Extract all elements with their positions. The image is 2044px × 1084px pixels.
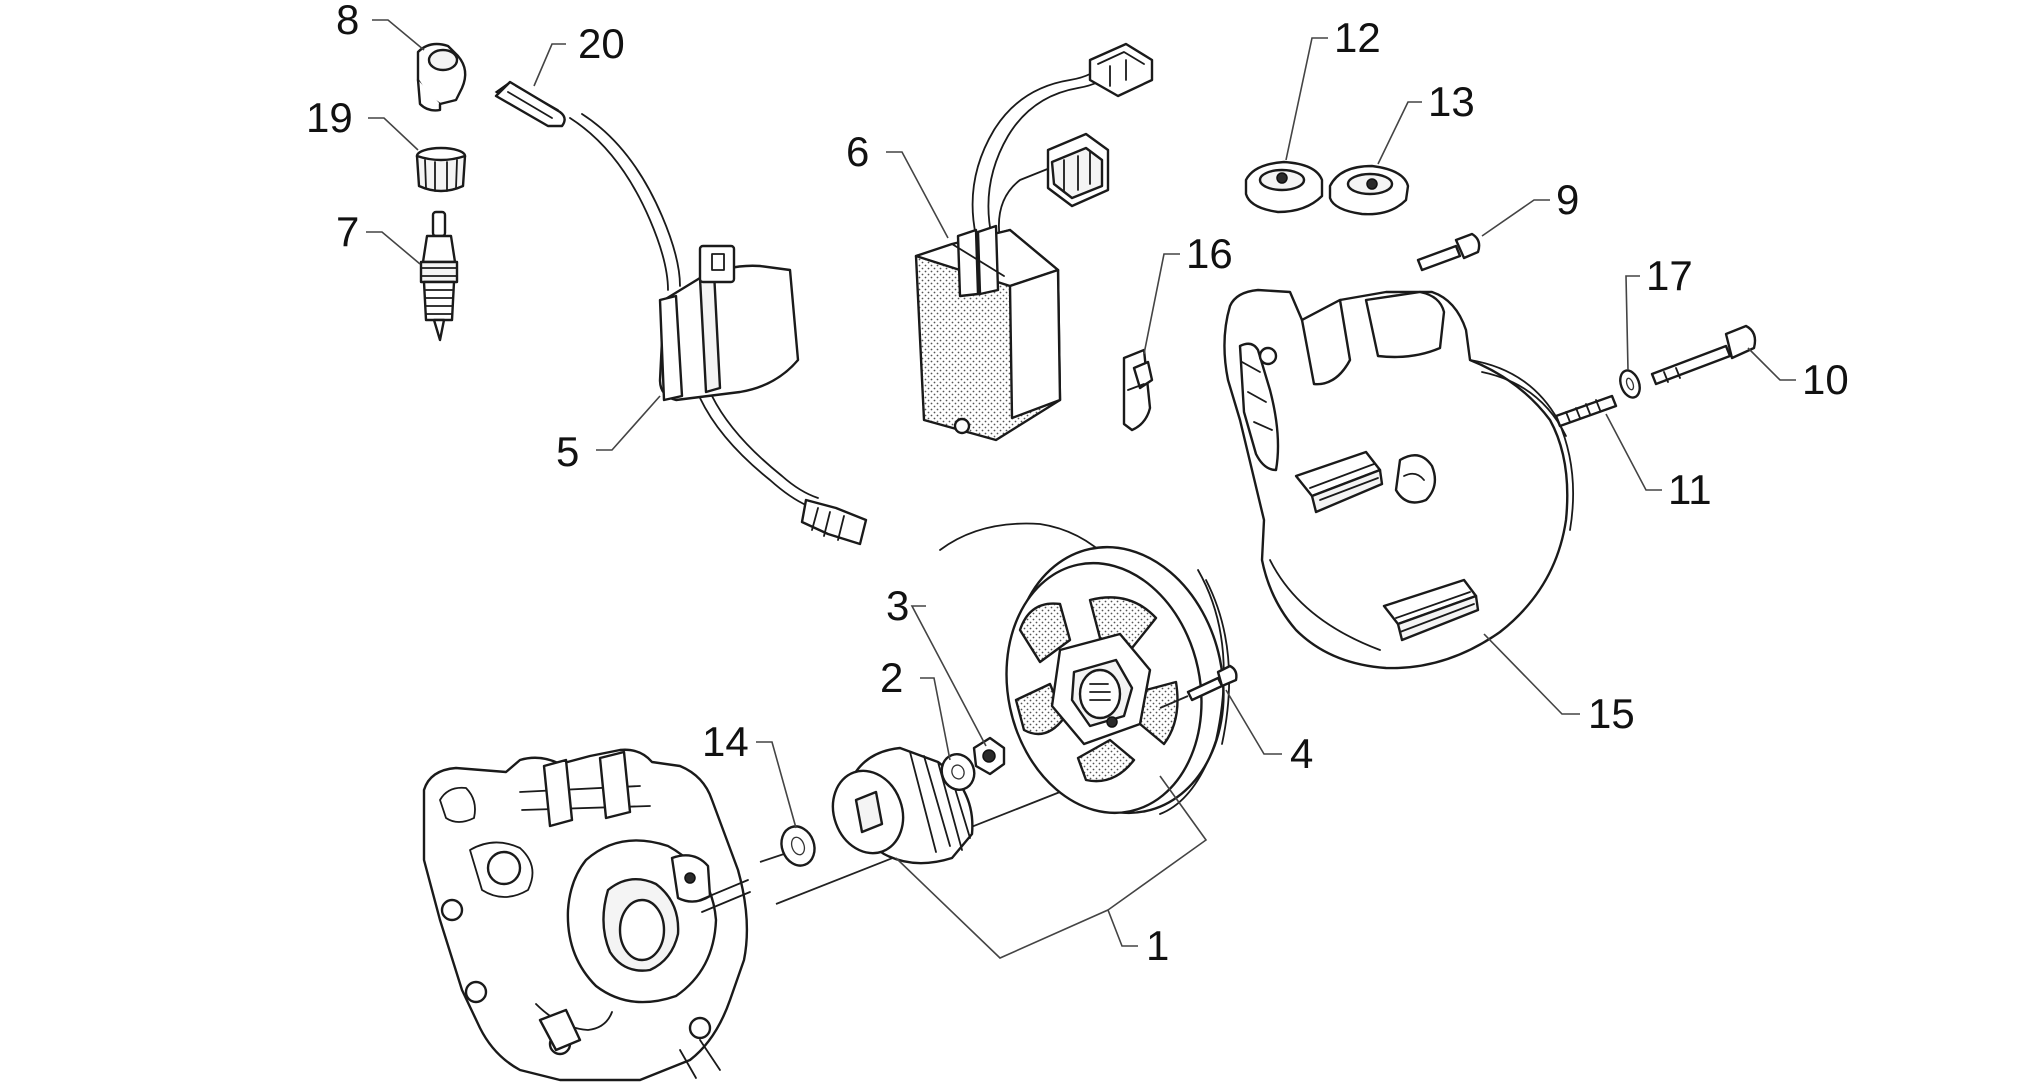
callout-20: 20 — [578, 20, 625, 67]
clip-part — [1122, 348, 1154, 432]
screw-part-9 — [1416, 232, 1481, 272]
callout-5: 5 — [556, 428, 579, 475]
callout-16: 16 — [1186, 230, 1233, 277]
rotor-hub-part — [831, 746, 974, 865]
callout-7: 7 — [336, 208, 359, 255]
screw-part-4 — [1159, 664, 1238, 709]
stud-part — [1554, 394, 1618, 428]
callout-13: 13 — [1428, 78, 1475, 125]
callout-labels: 8 20 19 7 5 6 12 13 9 16 17 10 11 15 4 3… — [306, 0, 1849, 969]
crankcase-part — [422, 748, 751, 1082]
flywheel-cover-part — [1223, 288, 1574, 670]
callout-4: 4 — [1290, 730, 1313, 777]
bolt-part-10 — [1650, 324, 1757, 386]
nut-part — [972, 736, 1006, 776]
callout-10: 10 — [1802, 356, 1849, 403]
callout-9: 9 — [1556, 176, 1579, 223]
ignition-connector-part — [494, 80, 566, 128]
callout-2: 2 — [880, 654, 903, 701]
callout-14: 14 — [702, 718, 749, 765]
callout-17: 17 — [1646, 252, 1693, 299]
callout-19: 19 — [306, 94, 353, 141]
callout-12: 12 — [1334, 14, 1381, 61]
washer-part-2 — [940, 753, 976, 791]
spark-plug-part — [419, 210, 459, 342]
callout-11: 11 — [1668, 466, 1712, 513]
sleeve-part — [415, 146, 467, 193]
washer-part-14 — [780, 825, 816, 867]
callout-3: 3 — [886, 582, 909, 629]
spark-plug-cap-part — [416, 42, 467, 112]
callout-15: 15 — [1588, 690, 1635, 737]
grommet-part-13 — [1328, 164, 1410, 216]
callout-6: 6 — [846, 128, 869, 175]
callout-8: 8 — [336, 0, 359, 43]
voltage-regulator-part — [914, 42, 1154, 442]
flywheel-rotor-part — [939, 522, 1231, 815]
washer-part-17 — [1619, 369, 1641, 399]
ignition-coil-part — [569, 113, 868, 546]
callout-1: 1 — [1146, 922, 1169, 969]
grommet-part-12 — [1244, 160, 1324, 214]
leader-lines — [366, 19, 1796, 959]
